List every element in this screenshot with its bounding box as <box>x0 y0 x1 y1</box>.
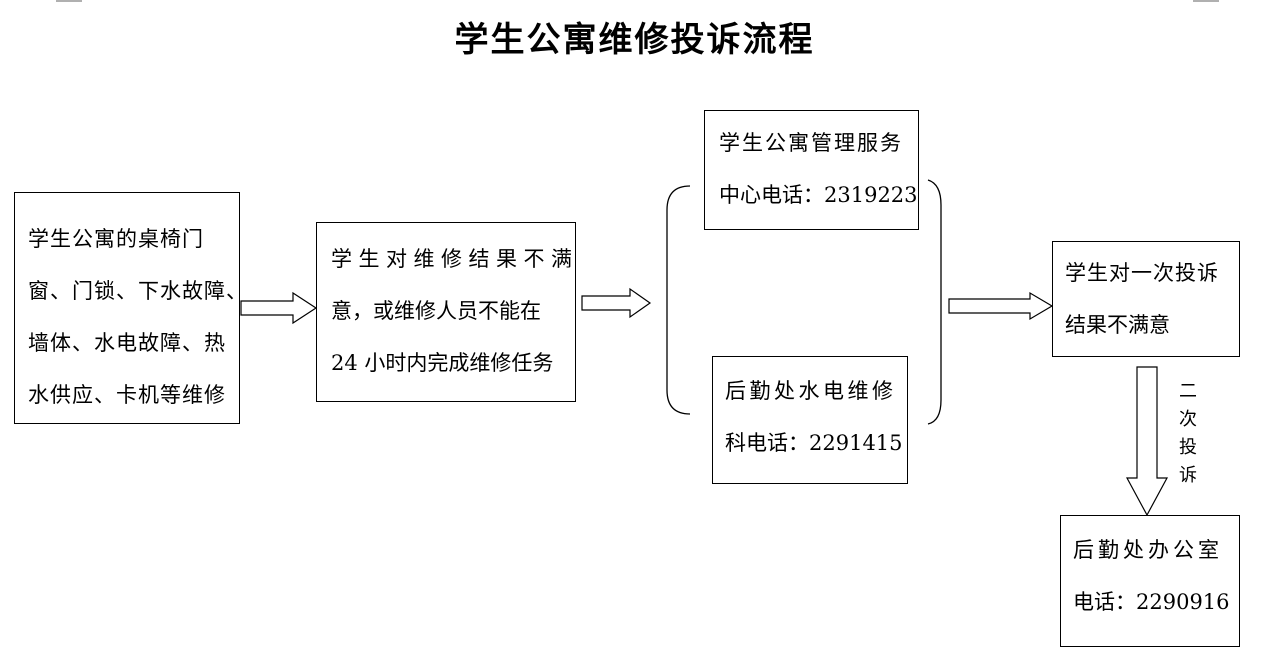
arrow-right-3 <box>948 291 1054 321</box>
second-complaint-label: 二 次 投 诉 <box>1178 378 1198 490</box>
box-line: 学生公寓的桌椅门 <box>28 227 204 251</box>
page-corner-mark-right <box>1193 0 1219 2</box>
box-line: 电话：2290916 <box>1073 590 1230 614</box>
label-char: 次 <box>1179 409 1197 430</box>
label-char: 二 <box>1179 381 1197 402</box>
box-line: 科电话：2291415 <box>725 431 903 455</box>
box-line: 24 小时内完成维修任务 <box>331 351 554 375</box>
box-line: 学生公寓管理服务 <box>719 131 903 155</box>
box-line: 意，或维修人员不能在 <box>331 299 541 323</box>
box-line: 中心电话：2319223 <box>719 183 918 207</box>
left-brace <box>666 185 691 415</box>
arrow-down <box>1125 366 1169 517</box>
box-line: 墙体、水电故障、热 <box>28 331 226 355</box>
box-logistics-office: 后勤处办公室 电话：2290916 <box>1060 515 1240 647</box>
diagram-title: 学生公寓维修投诉流程 <box>454 20 815 60</box>
arrow-right-2 <box>581 287 652 319</box>
box-line: 后勤处水电维修 <box>725 379 897 403</box>
box-line: 窗、门锁、下水故障、 <box>28 279 248 303</box>
box-logistics-utility: 后勤处水电维修 科电话：2291415 <box>712 356 908 484</box>
box-unsatisfied-second: 学生对一次投诉 结果不满意 <box>1052 241 1240 357</box>
box-line: 水供应、卡机等维修 <box>28 383 226 407</box>
box-line: 学生对一次投诉 <box>1065 261 1219 285</box>
box-line: 后勤处办公室 <box>1073 538 1223 562</box>
page-corner-mark-left <box>56 0 82 2</box>
label-char: 诉 <box>1179 465 1197 486</box>
box-line: 学生对维修结果不满 <box>331 247 579 271</box>
box-line: 结果不满意 <box>1065 313 1170 337</box>
label-char: 投 <box>1179 437 1197 458</box>
right-brace <box>927 179 942 425</box>
box-unsatisfied-first: 学生对维修结果不满 意，或维修人员不能在 24 小时内完成维修任务 <box>316 222 576 402</box>
box-repair-items: 学生公寓的桌椅门 窗、门锁、下水故障、 墙体、水电故障、热 水供应、卡机等维修 <box>14 192 248 424</box>
arrow-right-1 <box>240 291 318 325</box>
box-apartment-center: 学生公寓管理服务 中心电话：2319223 <box>704 110 919 230</box>
